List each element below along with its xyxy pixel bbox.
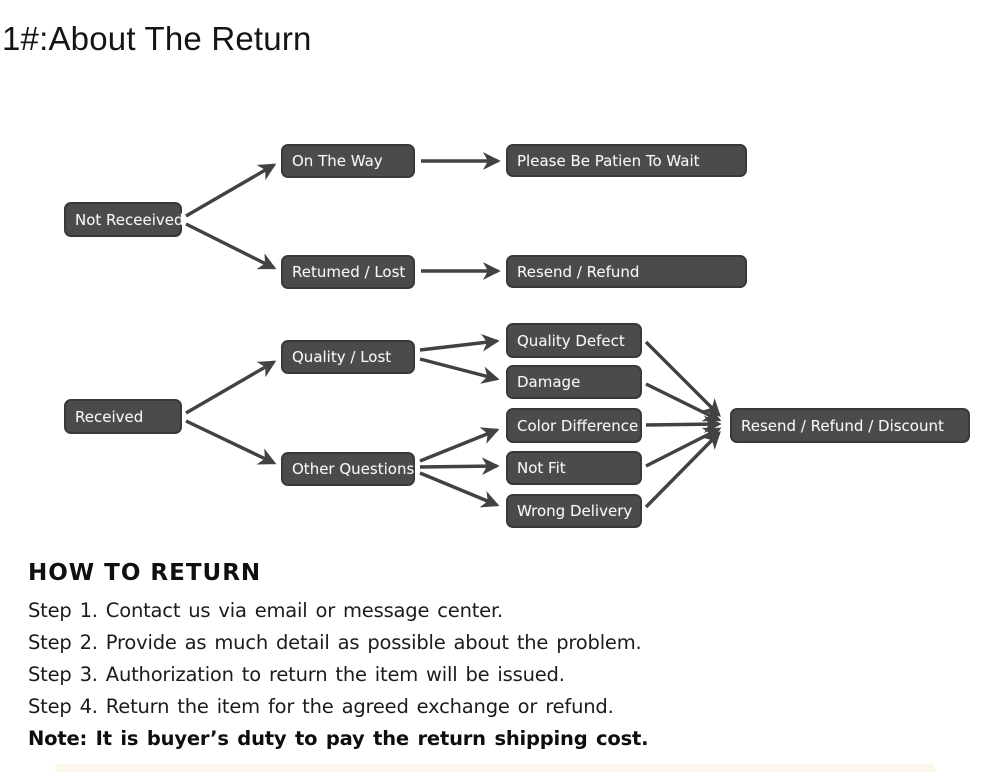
flow-node-label: Retumed / Lost (292, 263, 406, 281)
flow-node-label: Not Fit (517, 459, 566, 477)
flow-node-damage: Damage (506, 365, 642, 399)
how-to-return-section: HOW TO RETURN Step 1. Contact us via ema… (28, 560, 728, 755)
return-step-4: Step 4. Return the item for the agreed e… (28, 695, 614, 718)
flow-node-label: Received (75, 407, 144, 426)
cropped-bottom-banner (55, 764, 935, 772)
page-title: 1#:About The Return (2, 20, 312, 57)
flow-node-please-be-patient: Please Be Patien To Wait (506, 144, 747, 177)
flow-node-resend-refund: Resend / Refund (506, 255, 747, 288)
flow-node-on-the-way: On The Way (281, 144, 415, 178)
return-step-2: Step 2. Provide as much detail as possib… (28, 631, 642, 654)
flow-node-label: Not Receeived (75, 210, 184, 229)
flowchart-arrows (185, 152, 722, 509)
flow-node-not-received: Not Receeived (64, 202, 184, 237)
flow-node-wrong-delivery: Wrong Delivery (506, 494, 642, 528)
flow-node-label: Other Questions (292, 460, 415, 478)
flow-node-label: Quality Defect (517, 331, 625, 350)
flow-node-quality-lost: Quality / Lost (281, 340, 415, 374)
flow-node-returned-lost: Retumed / Lost (281, 255, 415, 289)
flow-node-label: Wrong Delivery (517, 502, 633, 520)
flow-node-quality-defect: Quality Defect (506, 323, 642, 358)
flow-node-color-difference: Color Difference (506, 408, 642, 443)
how-to-return-heading: HOW TO RETURN (28, 560, 262, 586)
flow-node-received: Received (64, 399, 182, 434)
return-step-1: Step 1. Contact us via email or message … (28, 599, 503, 622)
flow-node-resend-refund-discount: Resend / Refund / Discount (730, 408, 970, 443)
flow-node-label: Resend / Refund / Discount (741, 416, 944, 435)
flow-node-label: Resend / Refund (517, 262, 640, 281)
flow-node-label: Damage (517, 373, 581, 391)
flow-node-other-questions: Other Questions (281, 452, 415, 486)
return-note: Note: It is buyer’s duty to pay the retu… (28, 727, 649, 750)
flow-node-label: Color Difference (517, 416, 639, 435)
flow-node-label: Quality / Lost (292, 348, 392, 366)
flow-node-label: Please Be Patien To Wait (517, 151, 700, 170)
flow-node-label: On The Way (292, 152, 383, 170)
flow-node-not-fit: Not Fit (506, 451, 642, 485)
return-step-3: Step 3. Authorization to return the item… (28, 663, 565, 686)
return-flowchart: Not Receeived On The Way Please Be Patie… (64, 144, 970, 528)
